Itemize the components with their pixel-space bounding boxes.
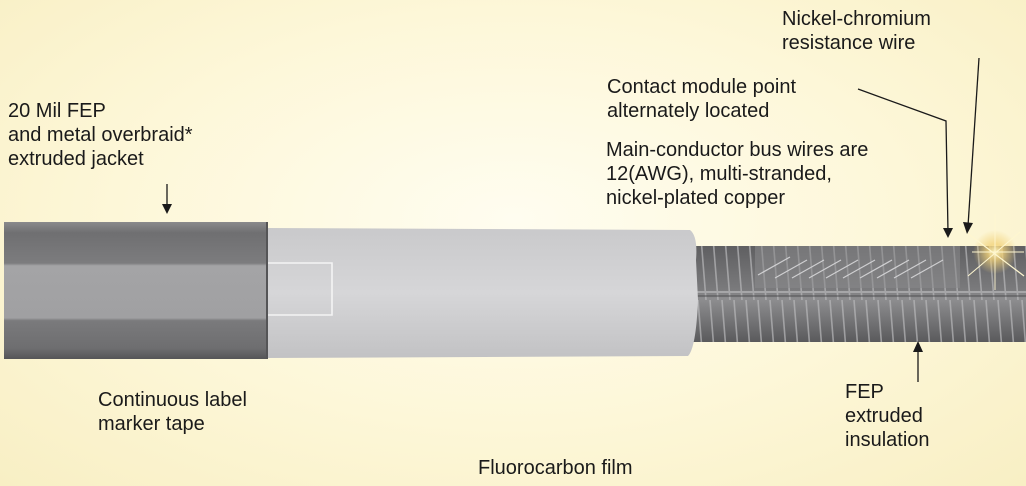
jacket-label-line: and metal overbraid* [8,124,193,146]
heating-core [690,246,1026,342]
marker-tape-label-line: marker tape [98,413,205,435]
fluorocarbon-film [266,228,698,358]
fluorocarbon-film-label: Fluorocarbon film [478,457,633,479]
contact-spark [957,214,1025,290]
bus-wires-label-line: Main-conductor bus wires are [606,139,869,161]
fep-insulation-label-line: insulation [845,429,930,451]
contact-module-label: Contact module point alternately located [607,75,796,123]
jacket-label: 20 Mil FEP and metal overbraid* extruded… [8,99,193,171]
bus-wires-label: Main-conductor bus wires are 12(AWG), mu… [606,138,868,210]
marker-tape-label: Continuous label marker tape [98,388,247,436]
nickel-chromium-label: Nickel-chromium resistance wire [782,7,931,55]
contact-module-label-line: Contact module point [607,76,797,98]
leader-lines [162,57,980,382]
jacket-label-line: 20 Mil FEP [8,100,106,122]
fep-insulation-label: FEP extruded insulation [845,380,930,452]
contact-module-label-line: alternately located [607,100,770,122]
nickel-chromium-label-line: resistance wire [782,32,916,54]
jacket-label-line: extruded jacket [8,148,144,170]
bus-wires-label-line: 12(AWG), multi-stranded, [606,163,832,185]
nickel-chromium-label-line: Nickel-chromium [782,8,931,30]
bus-wires-label-line: nickel-plated copper [606,187,785,209]
outer-jacket [4,222,267,359]
fep-insulation-label-line: FEP [845,381,884,403]
marker-tape-label-line: Continuous label [98,389,247,411]
fep-insulation-label-line: extruded [845,405,923,427]
marker-tape [266,262,333,316]
